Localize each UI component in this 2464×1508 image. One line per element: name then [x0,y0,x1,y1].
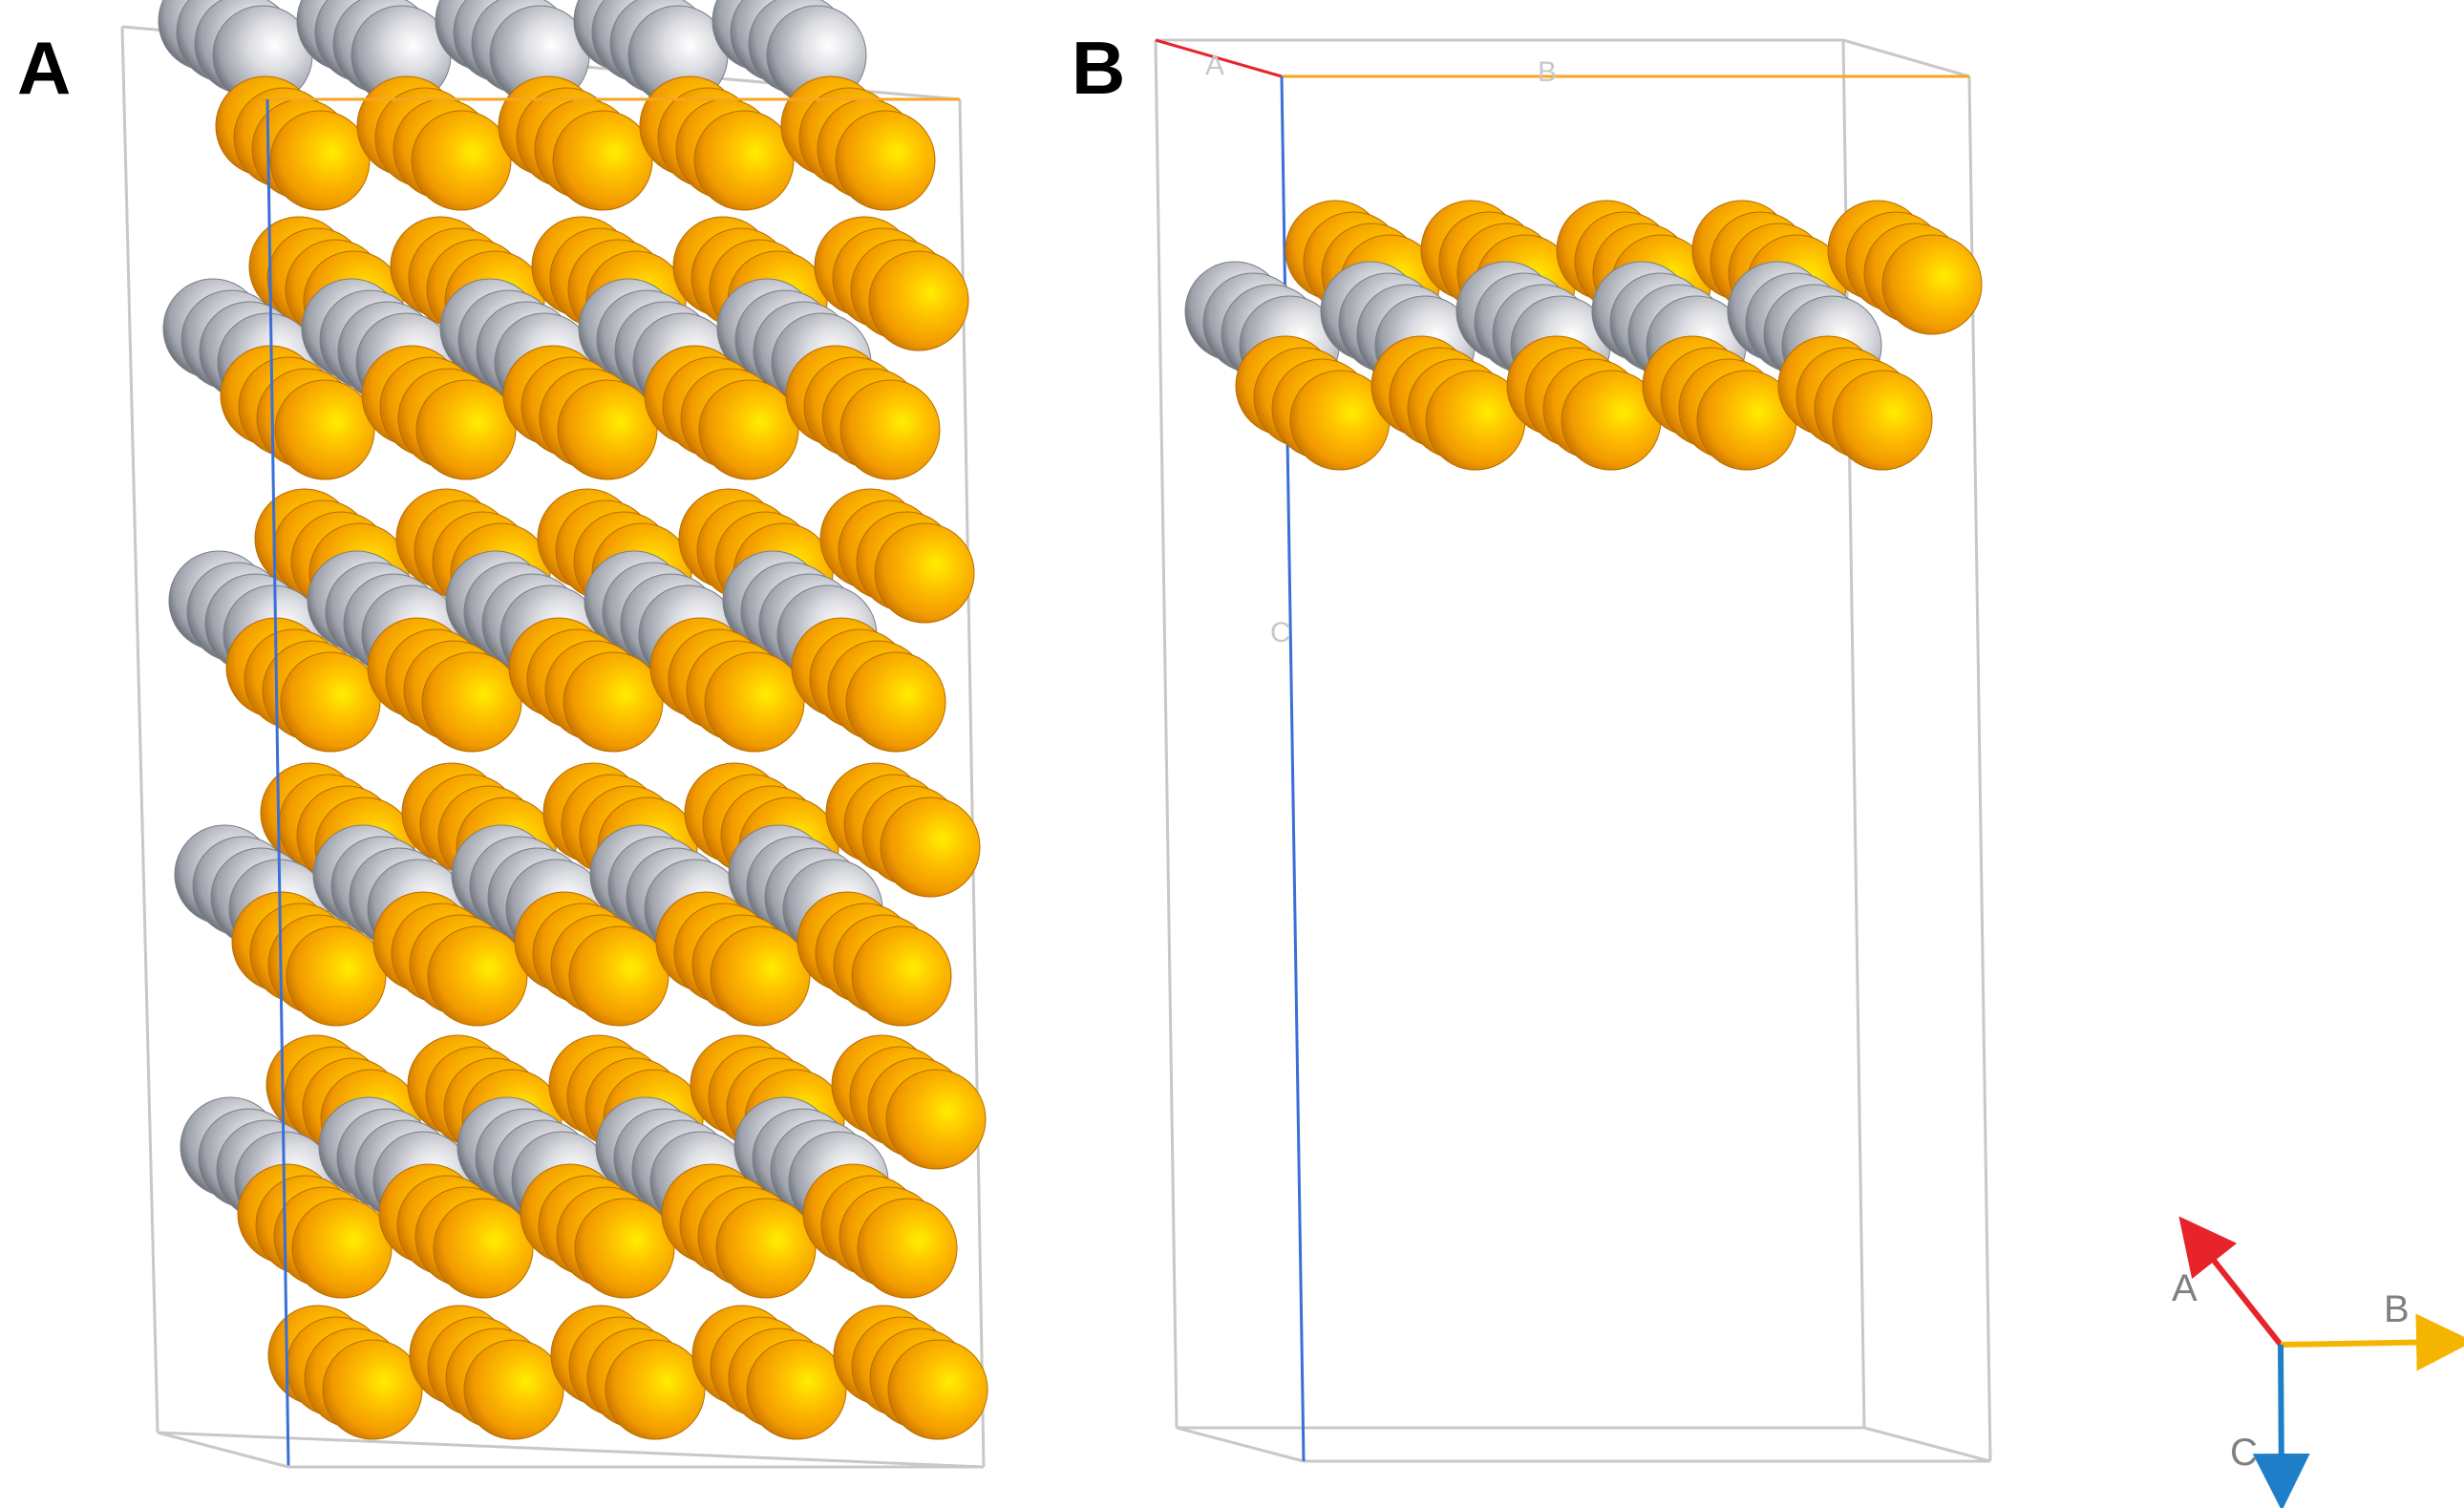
panel-a-unit-cell-front [157,97,984,1469]
panel-b-atoms [1184,200,1983,471]
axis-c-label: C [2230,1432,2258,1474]
orange-atom [433,1198,534,1299]
orange-atom [563,651,664,753]
orange-atom [857,1198,958,1299]
panel-a: A [17,0,988,1469]
orange-atom [552,110,653,211]
axis-b-arrow [2280,1313,2464,1371]
axis-c-arrow [2252,1344,2310,1508]
orange-atom [286,925,387,1027]
orange-atom [280,651,381,753]
panel-a-label: A [17,26,71,110]
orange-atom [698,379,799,480]
orange-atom [421,651,522,753]
orange-atom [411,110,512,211]
orange-atom [880,796,981,898]
orange-atom [291,1198,393,1299]
orange-atom [1832,370,1933,471]
panel-b-cell-label-b: B [1538,56,1557,88]
panel-b-cell-label-a: A [1205,50,1224,81]
orange-atom [851,925,952,1027]
orange-atom [605,1339,706,1440]
orange-atom [557,379,658,480]
orange-atom [415,379,517,480]
orange-atom [839,379,941,480]
orange-atom [885,1069,987,1170]
orange-atom [746,1339,847,1440]
orange-atom [463,1339,564,1440]
orange-atom [887,1339,988,1440]
orange-atom [845,651,946,753]
axis-b-label: B [2384,1288,2410,1330]
orange-atom [715,1198,817,1299]
panel-b-cell-edge-a [1155,38,1283,78]
panel-a-atoms [158,0,988,1440]
orange-atom [1881,234,1983,335]
axis-a-label: A [2172,1267,2198,1309]
panel-b-cell-label-c: C [1270,617,1291,648]
panel-a-cell-edge-c [266,98,290,1468]
orange-atom [427,925,528,1027]
orange-atom [568,925,669,1027]
orange-atom [274,379,375,480]
orange-atom [868,250,969,351]
orange-atom [704,651,805,753]
orange-atom [574,1198,675,1299]
orange-atom [693,110,795,211]
axis-orientation-legend: A B C [2172,1216,2464,1508]
panel-b: A B C B [1072,26,1992,1463]
orange-atom [269,110,371,211]
orange-atom [322,1339,423,1440]
orange-atom [710,925,811,1027]
orange-atom [835,110,936,211]
orange-atom [874,522,975,624]
axis-a-arrow [2178,1216,2283,1347]
panel-b-label: B [1072,26,1125,110]
